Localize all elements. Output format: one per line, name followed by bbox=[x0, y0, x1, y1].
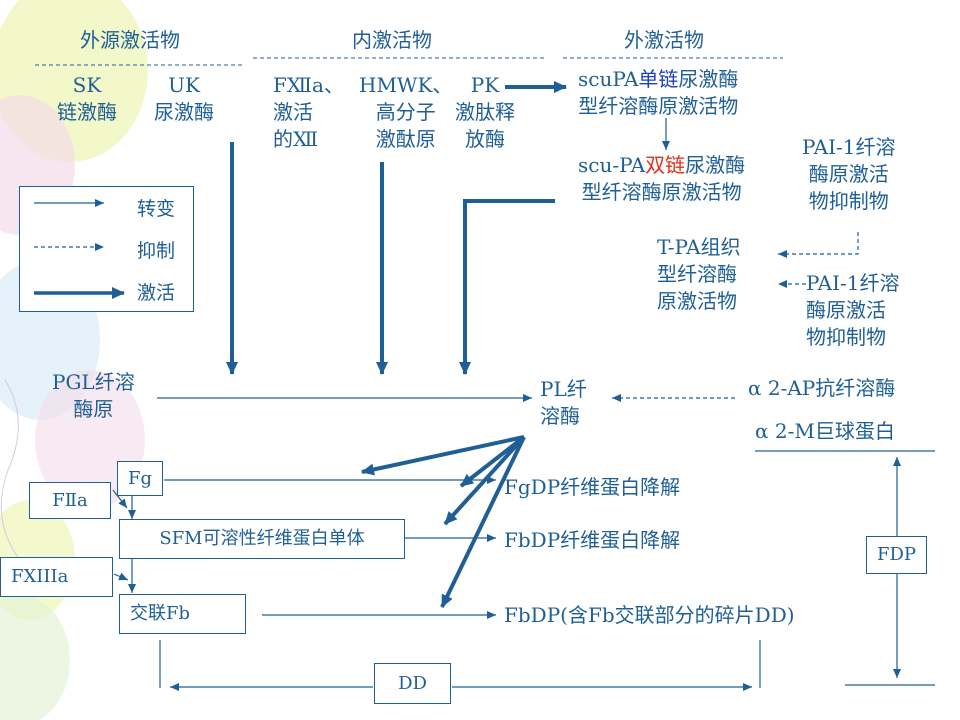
scupa-double-suffix: 尿激酶 bbox=[685, 153, 746, 177]
tpa-activator: T-PA组织 型纤溶酶 原激活物 bbox=[657, 235, 741, 313]
scupa-single-line2: 型纤溶酶原激活物 bbox=[578, 94, 739, 118]
alpha2-macroglobulin: α 2-M巨球蛋白 bbox=[755, 419, 895, 443]
fgdp-product: FgDP纤维蛋白降解 bbox=[504, 475, 681, 499]
legend-symbols bbox=[34, 199, 125, 299]
scupa-single-prefix: scuPA bbox=[578, 67, 639, 91]
pl-plasmin: PL纤 溶酶 bbox=[540, 377, 587, 428]
pai1-inhibitor-bottom: PAI-1纤溶 酶原激活 物抑制物 bbox=[806, 271, 900, 349]
scupa-double-highlight: 双链 bbox=[645, 153, 686, 177]
sfm-soluble-fibrin-monomer-box: SFM可溶性纤维蛋白单体 bbox=[119, 519, 405, 559]
fbdp-crosslinked-dd-product: FbDP(含Fb交联部分的碎片DD) bbox=[504, 603, 795, 627]
pgl-plasminogen: PGL纤溶 酶原 bbox=[52, 370, 135, 421]
hmwk-kininogen: HMWK、 高分子 激酞原 bbox=[359, 73, 453, 151]
fdp-bracket bbox=[755, 450, 935, 686]
header-separators bbox=[35, 57, 783, 66]
scupa-single-highlight: 单链 bbox=[638, 67, 679, 91]
dd-dimer-box: DD bbox=[374, 663, 451, 704]
scupa-single-suffix: 尿激酶 bbox=[678, 67, 739, 91]
transformation-arrows bbox=[112, 476, 496, 619]
pk-kallikrein: PK 激肽释 放酶 bbox=[455, 73, 515, 151]
scupa-double-prefix: scu-PA bbox=[578, 153, 646, 177]
scupa-double-line2: 型纤溶酶原激活物 bbox=[581, 180, 742, 204]
activation-arrows bbox=[226, 81, 567, 375]
legend-box: 转变 抑制 激活 bbox=[19, 186, 194, 312]
plasmin-action-arrows bbox=[361, 435, 526, 608]
legend-transform-label: 转变 bbox=[137, 198, 176, 220]
crosslinked-fibrin-box: 交联Fb bbox=[119, 594, 246, 634]
header-external-activators: 外源激活物 bbox=[80, 28, 180, 52]
fxiia-activated-factor-xii: FⅫa、 激活 的Ⅻ bbox=[273, 73, 344, 151]
header-outer-activators: 外激活物 bbox=[624, 28, 704, 52]
sk-streptokinase: SK 链激酶 bbox=[57, 73, 117, 124]
alpha2-antiplasmin: α 2-AP抗纤溶酶 bbox=[748, 376, 896, 400]
fg-fibrinogen-box: Fg bbox=[117, 461, 163, 496]
scupa-double-chain: scu-PA双链尿激酶型纤溶酶原激活物 bbox=[578, 152, 745, 206]
dd-bracket bbox=[159, 640, 761, 691]
fxiiia-box: FXIIIa bbox=[0, 557, 113, 597]
pai1-inhibitor-top: PAI-1纤溶 酶原激活 物抑制物 bbox=[802, 135, 896, 213]
fdp-box: FDP bbox=[866, 536, 927, 574]
fiia-thrombin-box: FⅡa bbox=[29, 482, 111, 519]
scupa-single-chain: scuPA单链尿激酶型纤溶酶原激活物 bbox=[578, 66, 738, 120]
header-internal-activators: 内激活物 bbox=[352, 28, 432, 52]
legend-inhibit-label: 抑制 bbox=[137, 240, 176, 262]
uk-urokinase: UK 尿激酶 bbox=[154, 73, 214, 124]
fbdp-product: FbDP纤维蛋白降解 bbox=[504, 528, 681, 552]
legend-activate-label: 激活 bbox=[137, 282, 176, 304]
inhibition-arrows bbox=[612, 232, 859, 402]
